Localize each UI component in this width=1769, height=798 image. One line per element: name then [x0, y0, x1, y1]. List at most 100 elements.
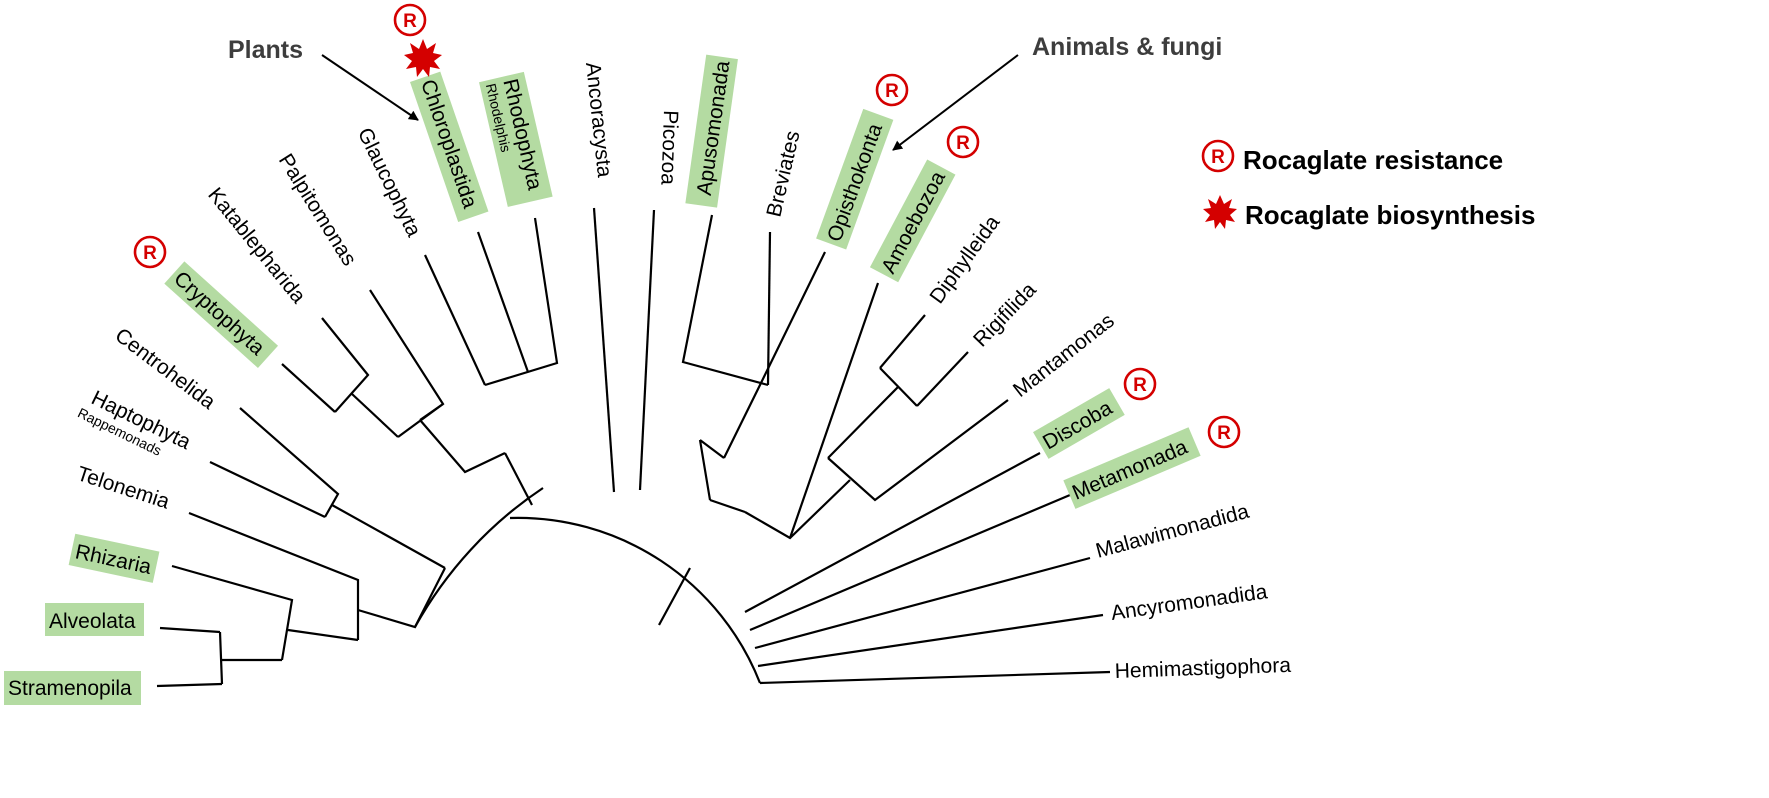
- highlight-box: [45, 603, 144, 636]
- taxon-metamonada: Metamonada: [1063, 427, 1201, 509]
- highlight-box: [164, 261, 279, 368]
- taxon-ancoracysta: Ancoracysta: [581, 61, 616, 179]
- branch-palpitomonas: [369, 289, 445, 438]
- legend-biosynthesis-label: Rocaglate biosynthesis: [1245, 200, 1535, 230]
- branch-malawimonadida: [754, 556, 1091, 650]
- highlight-box: [816, 108, 894, 250]
- node-tsar: [357, 567, 446, 629]
- taxon-label: Malawimonadida: [1093, 500, 1251, 563]
- root-branch: [658, 567, 691, 626]
- branch-haptophyta: [209, 461, 326, 518]
- node-crums: [827, 367, 918, 459]
- marker-cryptophyta-resistance: R: [133, 235, 167, 269]
- taxon-stramenopila: Stramenopila: [4, 671, 141, 705]
- highlight-box: [1033, 388, 1125, 459]
- resistance-symbol: R: [143, 243, 157, 264]
- taxon-breviates: Breviates: [762, 129, 804, 219]
- taxon-rhizaria: Rhizaria: [68, 533, 160, 583]
- taxon-malawimonadida: Malawimonadida: [1093, 500, 1251, 563]
- taxon-label: Rigifilida: [969, 278, 1041, 351]
- branch-breviates: [766, 231, 772, 386]
- marker-chloroplastida-biosynthesis: [404, 39, 442, 77]
- legend-resistance-label: Rocaglate resistance: [1243, 145, 1503, 175]
- taxon-palpitomonas: Palpitomonas: [274, 150, 361, 270]
- resistance-symbol: R: [1211, 147, 1225, 168]
- taxon-alveolata: Alveolata: [45, 603, 144, 636]
- highlight-box: [479, 71, 553, 207]
- branch-apusomonada: [681, 214, 769, 387]
- branch-amoebozoa: [788, 282, 880, 539]
- taxon-discoba: Discoba: [1033, 388, 1125, 459]
- highlight-box: [869, 159, 956, 283]
- taxon-label: Telonemia: [74, 462, 172, 514]
- marker-discoba-resistance: R: [1123, 367, 1157, 401]
- taxon-label: Hemimastigophora: [1114, 654, 1291, 683]
- node-sar-inner: [218, 631, 282, 685]
- branch-centrohelida: [239, 407, 340, 518]
- highlight-box: [410, 71, 489, 222]
- branch-glaucophyta: [424, 254, 486, 386]
- taxon-label: Alveolata: [49, 610, 136, 633]
- node-crums-amorphea: [744, 479, 851, 540]
- taxon-label: Stramenopila: [8, 677, 132, 700]
- branch-discoba: [744, 452, 1041, 613]
- branch-hemimastigophora: [759, 670, 1111, 685]
- taxon-chloroplastida: Chloroplastida: [410, 71, 489, 222]
- taxon-label: Cryptophyta: [169, 267, 269, 360]
- node-crypto-arch: [419, 403, 444, 421]
- branch-picozoa: [638, 209, 656, 491]
- legend: R Rocaglate resistance Rocaglate biosynt…: [1201, 139, 1535, 230]
- taxon-amoebozoa: Amoebozoa: [869, 159, 956, 283]
- taxon-label: Picozoa: [656, 110, 682, 186]
- node-amorphea: [698, 439, 746, 514]
- node-sar: [287, 628, 359, 642]
- branch-telonemia: [188, 511, 360, 640]
- taxon-telonemia: Telonemia: [74, 462, 172, 514]
- callout-animals-fungi: Animals & fungi: [892, 33, 1222, 151]
- branch-ancyromonadida: [757, 613, 1104, 668]
- taxon-picozoa: Picozoa: [656, 110, 682, 186]
- taxon-label: Diphylleida: [925, 211, 1004, 308]
- highlight-box: [68, 533, 160, 583]
- arrow-icon: [321, 54, 419, 121]
- resistance-symbol: R: [403, 11, 417, 32]
- taxon-label: Breviates: [762, 129, 804, 219]
- branch-diphylleida: [879, 314, 926, 369]
- resistance-symbol: R: [956, 133, 970, 154]
- starburst-icon: [1203, 195, 1237, 229]
- taxon-label: Ancyromonadida: [1109, 580, 1269, 625]
- taxon-mantamonas: Mantamonas: [1009, 309, 1119, 402]
- taxon-label: Ancoracysta: [581, 61, 616, 179]
- marker-opisthokonta-resistance: R: [875, 73, 909, 107]
- taxon-rhodophyta: Rhodophyta Rhodelphis: [479, 71, 553, 207]
- taxon-glaucophyta: Glaucophyta: [353, 124, 426, 240]
- branch-rhodophyta: [484, 217, 559, 387]
- resistance-symbol: R: [885, 81, 899, 102]
- callout-animals-fungi-label: Animals & fungi: [1032, 33, 1222, 61]
- taxon-label: Mantamonas: [1009, 309, 1119, 402]
- marker-amoebozoa-resistance: R: [946, 125, 980, 159]
- taxon-cryptophyta: Cryptophyta: [164, 261, 279, 368]
- branch-metamonada: [749, 493, 1071, 632]
- taxon-katablepharida: Katablepharida: [203, 183, 310, 308]
- legend-item-resistance: R Rocaglate resistance: [1201, 139, 1503, 175]
- legend-item-biosynthesis: Rocaglate biosynthesis: [1203, 195, 1535, 230]
- resistance-symbol: R: [1133, 375, 1147, 396]
- marker-metamonada-resistance: R: [1207, 415, 1241, 449]
- branch-opisthokonta: [723, 251, 826, 459]
- taxon-label: Amoebozoa: [877, 167, 950, 277]
- highlight-box: [4, 671, 141, 705]
- resistance-symbol: R: [1217, 423, 1231, 444]
- highlight-box: [1063, 427, 1201, 509]
- branch-ancoracysta: [592, 207, 616, 493]
- taxon-diphylleida: Diphylleida: [925, 211, 1004, 308]
- branch-katablepharida: [321, 317, 370, 413]
- branch-stramenopila: [156, 682, 223, 688]
- arrow-icon: [892, 54, 1019, 151]
- node-archaeplastida: [419, 419, 533, 506]
- taxon-label: Glaucophyta: [353, 124, 426, 240]
- taxon-hemimastigophora: Hemimastigophora: [1114, 654, 1291, 683]
- branch-mantamonas: [827, 399, 1009, 502]
- taxon-label: Palpitomonas: [274, 150, 361, 270]
